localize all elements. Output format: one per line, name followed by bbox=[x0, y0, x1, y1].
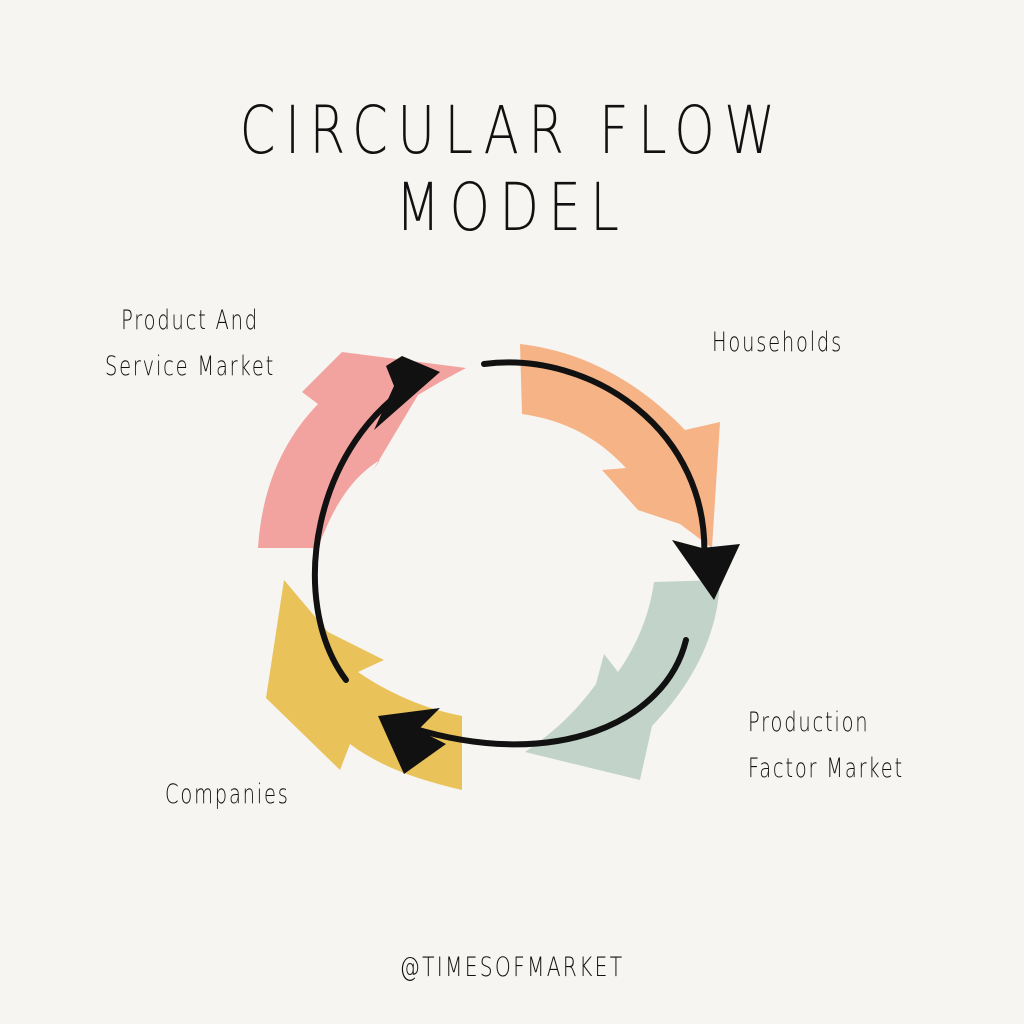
node-label-companies: Companies bbox=[165, 779, 290, 810]
footer-handle: @TIMESOFMARKET bbox=[399, 952, 625, 983]
flow-arrowhead-left bbox=[378, 708, 446, 774]
page-title: CIRCULAR FLOW MODEL bbox=[239, 92, 785, 246]
flow-arrow-to-companies bbox=[409, 637, 689, 748]
flow-arrowhead-down bbox=[672, 540, 740, 600]
flow-arrows bbox=[311, 356, 740, 774]
node-label-production-factor-market: Production Factor Market bbox=[748, 707, 904, 784]
flow-arrowhead-up bbox=[374, 356, 440, 430]
orange-arrow bbox=[520, 344, 720, 548]
pink-arrow bbox=[258, 352, 466, 548]
node-label-households: Households bbox=[712, 327, 844, 358]
yellow-arrow bbox=[266, 580, 462, 790]
green-arrow bbox=[525, 580, 720, 780]
flow-arrow-to-product-market bbox=[311, 377, 423, 683]
flow-arrow-to-households bbox=[481, 359, 708, 565]
node-label-product-service-market: Product And Service Market bbox=[104, 305, 276, 382]
